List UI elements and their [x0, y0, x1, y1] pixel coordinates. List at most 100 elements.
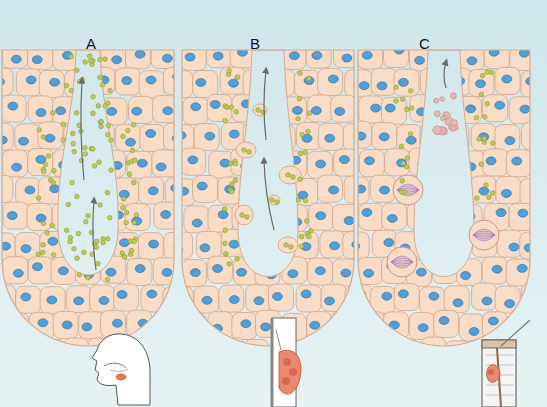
cell: [534, 204, 547, 231]
cell: [320, 391, 345, 407]
nucleus: [225, 402, 235, 407]
dividing-cell: [393, 175, 423, 205]
cell-debris: [434, 98, 439, 103]
cell: [115, 124, 140, 151]
cell: [309, 203, 334, 230]
cell: [484, 42, 509, 69]
nucleus: [367, 377, 377, 385]
nucleus: [364, 269, 374, 277]
nucleus: [527, 291, 537, 299]
cell: [483, 95, 508, 122]
cell: [28, 96, 53, 123]
nucleus: [532, 134, 542, 142]
nucleus: [125, 138, 135, 146]
nucleus: [384, 239, 394, 247]
apical-bleb: [278, 237, 298, 253]
cell: [357, 314, 382, 341]
cell: [308, 95, 333, 122]
cell: [207, 94, 232, 121]
secretory-granule: [82, 250, 87, 255]
cell: [25, 365, 50, 392]
cell: [52, 366, 77, 393]
nucleus: [311, 107, 321, 115]
nucleus: [362, 209, 372, 217]
cell: [151, 364, 176, 391]
secretory-granule: [270, 198, 275, 203]
cell: [535, 42, 547, 69]
secretory-granule: [409, 106, 414, 111]
nucleus: [98, 402, 108, 407]
cell: [125, 204, 150, 231]
nucleus: [466, 105, 476, 113]
cell: [243, 392, 268, 407]
cell: [208, 256, 233, 283]
secretory-granule: [298, 151, 303, 156]
cell: [331, 366, 356, 393]
secretory-granule: [91, 111, 96, 116]
cell: [421, 337, 446, 364]
nucleus: [25, 186, 35, 194]
icons: [92, 318, 530, 407]
cell: [382, 203, 407, 230]
spindle: [397, 184, 419, 190]
secretory-granule: [41, 243, 46, 248]
nucleus: [505, 300, 515, 308]
nucleus: [163, 326, 173, 334]
nucleus: [228, 79, 238, 87]
secretory-granule: [91, 94, 96, 99]
panel-letter: B: [250, 35, 260, 52]
nucleus: [344, 217, 354, 225]
nucleus: [26, 76, 36, 84]
nucleus: [467, 57, 477, 65]
cell: [115, 68, 140, 95]
cell: [64, 338, 89, 365]
nucleus: [132, 107, 142, 115]
nucleus: [528, 398, 538, 406]
cell: [345, 338, 370, 365]
secretory-granule: [41, 135, 46, 140]
secretory-granule: [475, 196, 480, 201]
nucleus: [36, 155, 46, 163]
nucleus: [301, 350, 311, 358]
secretory-granule: [71, 141, 76, 146]
cell: [372, 123, 397, 150]
nucleus: [156, 163, 166, 171]
cell: [163, 340, 188, 367]
secretory-granule: [242, 148, 247, 153]
nucleus: [197, 182, 207, 190]
spindle: [391, 262, 413, 268]
secretory-granule: [298, 71, 303, 76]
nucleus: [49, 345, 59, 353]
cell: [359, 365, 384, 392]
cell: [359, 364, 384, 391]
cell-layer: [168, 41, 384, 407]
secretory-granule: [296, 116, 301, 121]
cell: [331, 95, 356, 122]
cell: [127, 310, 152, 337]
spindle: [473, 229, 495, 235]
secretory-granule: [134, 213, 139, 218]
nucleus: [229, 240, 239, 248]
gland: [344, 41, 547, 407]
secretory-granule: [50, 111, 55, 116]
secretory-granule: [106, 123, 111, 128]
cell: [394, 340, 419, 367]
cell: [0, 391, 15, 407]
nucleus: [392, 372, 402, 380]
secretory-granule: [105, 236, 110, 241]
nucleus: [149, 240, 159, 248]
secretory-granule: [234, 109, 239, 114]
cell: [169, 125, 194, 152]
nucleus: [482, 297, 492, 305]
nucleus: [32, 263, 42, 271]
cell: [320, 231, 345, 258]
nucleus: [362, 51, 372, 59]
apical-bleb: [236, 142, 256, 158]
secretory-granule: [299, 234, 304, 239]
secretory-granule: [400, 97, 405, 102]
nucleus: [205, 132, 215, 140]
secretory-granule: [485, 102, 490, 107]
nucleus: [225, 345, 235, 353]
cell: [381, 97, 406, 124]
cell: [209, 151, 234, 178]
